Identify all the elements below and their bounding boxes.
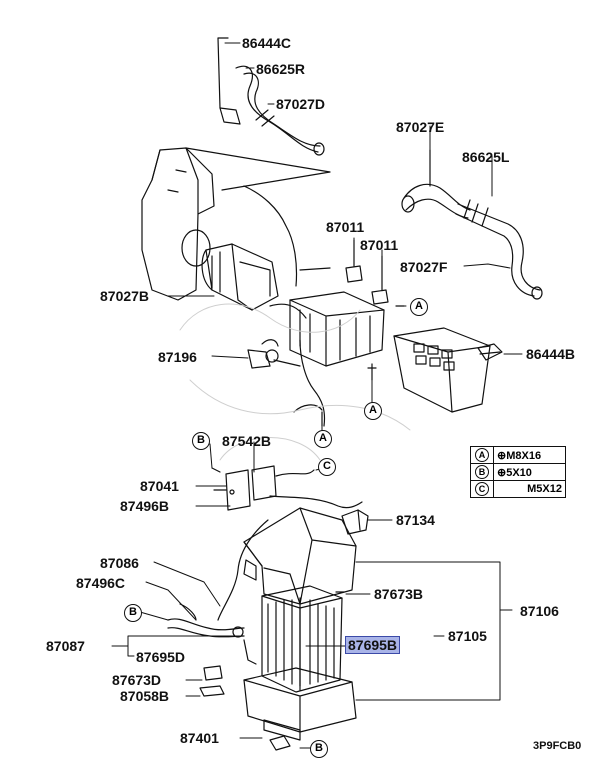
label-87673b[interactable]: 87673B	[374, 586, 424, 602]
callout-b-upper: B	[192, 432, 210, 450]
callout-a-top: A	[410, 298, 428, 316]
label-87011-b[interactable]: 87011	[360, 237, 399, 253]
label-87695b-highlighted[interactable]: 87695B	[344, 636, 401, 654]
callout-b-bottom: B	[310, 740, 328, 758]
label-87027b[interactable]: 87027B	[100, 288, 150, 304]
duct-87027b-shape	[201, 243, 279, 311]
background-emblem	[179, 303, 411, 461]
legend-symbol-b: ⊕	[497, 466, 507, 479]
label-86444c[interactable]: 86444C	[242, 35, 292, 51]
legend-spec-b: 5X10	[506, 466, 532, 479]
fastener-legend: A ⊕M8X16 B ⊕5X10 C M5X12	[470, 446, 566, 498]
leader-lines	[111, 42, 523, 749]
callout-b-left: B	[124, 604, 142, 622]
legend-row-a: A ⊕M8X16	[470, 446, 566, 464]
label-86444b[interactable]: 86444B	[526, 346, 576, 362]
label-87058b[interactable]: 87058B	[120, 688, 170, 704]
legend-spec-a: M8X16	[506, 449, 542, 462]
callout-a-middle: A	[364, 402, 382, 420]
label-87027f[interactable]: 87027F	[400, 259, 448, 275]
cover-86444b-shape	[393, 327, 503, 413]
callout-c: C	[318, 458, 336, 476]
label-87027e[interactable]: 87027E	[396, 119, 445, 135]
blower-housing-shape	[141, 147, 331, 301]
label-87673d[interactable]: 87673D	[112, 672, 162, 688]
label-87196[interactable]: 87196	[158, 349, 197, 365]
legend-row-c: C M5X12	[470, 480, 566, 498]
label-87027d[interactable]: 87027D	[276, 96, 326, 112]
label-87496b[interactable]: 87496B	[120, 498, 170, 514]
legend-key-b: B	[475, 465, 489, 479]
lower-case-87401-shape	[243, 667, 357, 751]
hose-87027d-shape	[235, 65, 325, 156]
clips-87011-shape	[345, 239, 389, 305]
hose-87027e-shape	[401, 149, 543, 300]
label-86625l[interactable]: 86625L	[462, 149, 510, 165]
label-87041[interactable]: 87041	[140, 478, 179, 494]
label-87105[interactable]: 87105	[448, 628, 487, 644]
diagram-code: 3P9FCB0	[533, 740, 582, 752]
label-87496c[interactable]: 87496C	[76, 575, 126, 591]
legend-symbol-a: ⊕	[497, 449, 507, 462]
label-87106[interactable]: 87106	[520, 603, 559, 619]
evaporator-housing-shape	[217, 507, 357, 621]
label-87542b[interactable]: 87542B	[222, 433, 272, 449]
callout-a-lower: A	[314, 430, 332, 448]
seal-86444c-shape	[217, 37, 241, 125]
wiring-shape	[243, 185, 331, 427]
sensor-87134-shape	[341, 509, 369, 535]
legend-row-b: B ⊕5X10	[470, 463, 566, 481]
label-87401[interactable]: 87401	[180, 730, 219, 746]
legend-key-c: C	[475, 482, 489, 496]
label-87134[interactable]: 87134	[396, 512, 435, 528]
resistor-87542b-shape	[213, 465, 363, 511]
label-87011-a[interactable]: 87011	[326, 219, 365, 235]
legend-key-a: A	[475, 448, 489, 462]
label-87695d[interactable]: 87695D	[136, 649, 186, 665]
legend-spec-c: M5X12	[527, 483, 562, 495]
label-87087[interactable]: 87087	[46, 638, 85, 654]
actuator-unit-shape	[247, 291, 385, 369]
label-87086[interactable]: 87086	[100, 555, 139, 571]
label-86625r[interactable]: 86625R	[256, 61, 306, 77]
small-parts-shape	[199, 591, 345, 697]
